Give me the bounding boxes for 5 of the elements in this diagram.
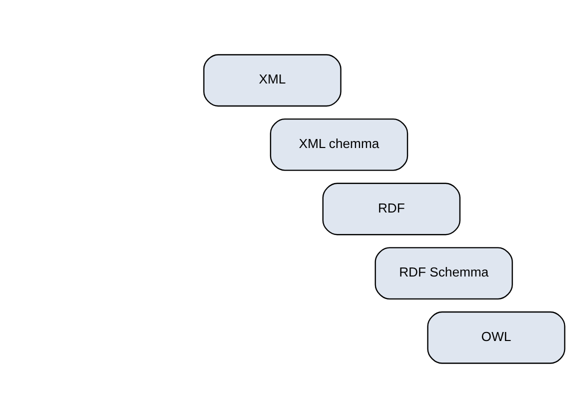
node-box: OWL bbox=[427, 310, 566, 364]
node-box: RDF bbox=[322, 182, 460, 235]
node-box: XML chemma bbox=[270, 118, 408, 170]
node-box: XML bbox=[203, 54, 342, 106]
node-box: RDF Schemma bbox=[374, 246, 513, 300]
